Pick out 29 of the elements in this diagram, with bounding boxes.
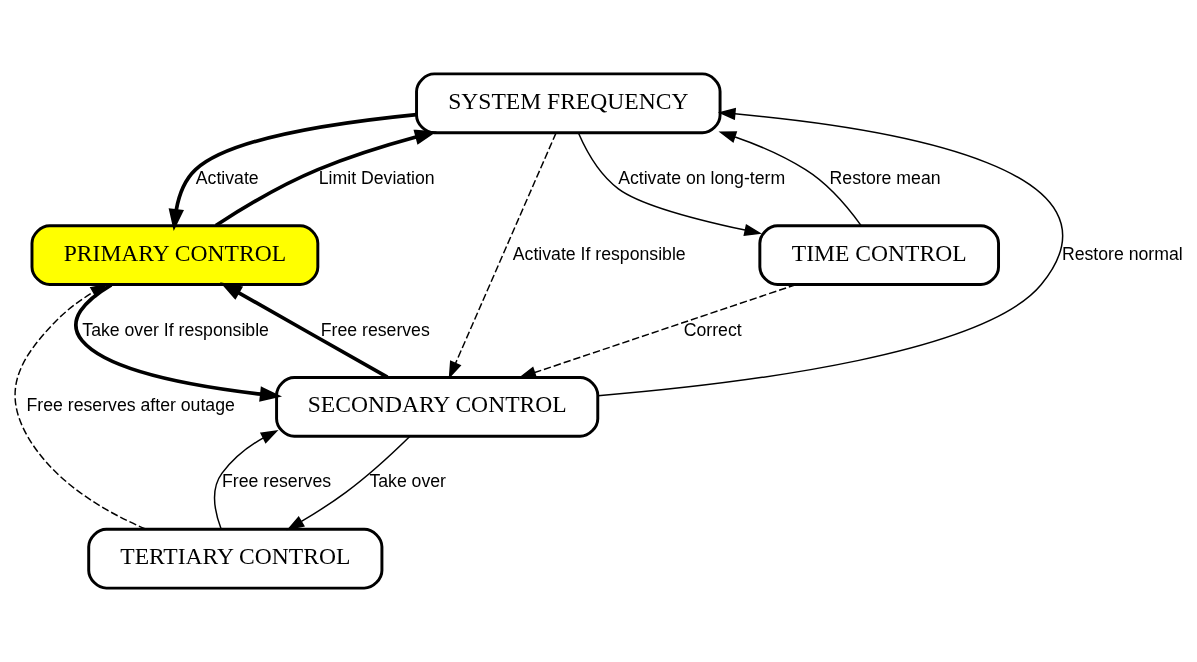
arrow bbox=[286, 435, 411, 531]
node-box: SECONDARY CONTROL bbox=[275, 375, 600, 438]
edge-label: Limit Deviation bbox=[318, 167, 435, 188]
edge-label: Activate bbox=[195, 167, 259, 188]
arrow bbox=[518, 284, 797, 379]
arrow bbox=[220, 282, 389, 379]
arrow bbox=[597, 107, 1064, 397]
edge-label: Take over If responsible bbox=[82, 319, 269, 340]
arrow bbox=[214, 129, 437, 227]
arrow bbox=[213, 430, 279, 530]
edge-label: Free reserves after outage bbox=[26, 395, 235, 416]
edge-label: Restore mean bbox=[829, 167, 941, 188]
arrow bbox=[168, 112, 417, 232]
arrow bbox=[448, 132, 557, 379]
arrow bbox=[718, 131, 862, 227]
edge-label: Restore normal bbox=[1061, 243, 1183, 264]
node-box: TIME CONTROL bbox=[758, 224, 1000, 287]
node-box: SYSTEM FREQUENCY bbox=[415, 72, 722, 135]
arrow bbox=[577, 132, 762, 237]
arrow bbox=[14, 283, 147, 530]
edge-label: Correct bbox=[683, 319, 742, 340]
node-box: PRIMARY CONTROL bbox=[30, 224, 320, 287]
edge-label: Free reserves bbox=[222, 471, 332, 492]
edge-label: Free reserves bbox=[320, 319, 430, 340]
arrow bbox=[74, 283, 282, 402]
edge-label: Take over bbox=[369, 471, 447, 492]
edge-label: Activate If responsible bbox=[512, 243, 686, 264]
edge-label: Activate on long-term bbox=[618, 167, 786, 188]
node-box: TERTIARY CONTROL bbox=[87, 527, 384, 590]
